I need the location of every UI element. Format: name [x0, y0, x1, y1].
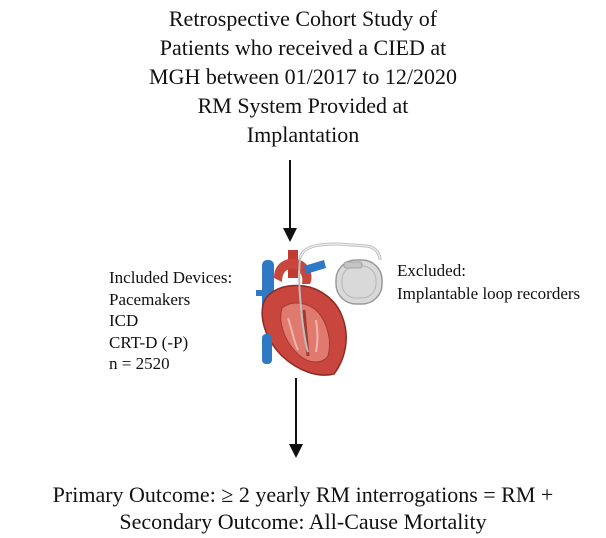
included-devices: Included Devices: Pacemakers ICD CRT-D (… — [109, 267, 232, 375]
arrow-down-icon — [289, 378, 303, 458]
arrow-down-icon — [283, 160, 297, 242]
primary-outcome: Primary Outcome: ≥ 2 yearly RM interroga… — [52, 482, 554, 507]
excluded-heading: Excluded: — [397, 261, 466, 280]
outcomes: Primary Outcome: ≥ 2 yearly RM interroga… — [0, 481, 606, 535]
included-item-crt: CRT-D (-P) — [109, 332, 189, 352]
secondary-outcome: Secondary Outcome: All-Cause Mortality — [119, 509, 487, 534]
study-line-4: RM System Provided at — [197, 93, 409, 118]
included-item-pacemakers: Pacemakers — [109, 289, 191, 309]
implanted-device-icon — [335, 259, 383, 305]
study-line-5: Implantation — [246, 122, 360, 147]
included-count: n = 2520 — [109, 354, 170, 373]
included-heading: Included Devices: — [109, 268, 233, 287]
study-line-1: Retrospective Cohort Study of — [168, 6, 438, 31]
heart-icon — [256, 242, 383, 376]
included-item-icd: ICD — [109, 311, 139, 330]
study-line-3: MGH between 01/2017 to 12/2020 — [149, 64, 457, 89]
excluded-item: Implantable loop recorders — [397, 283, 581, 303]
excluded-devices: Excluded: Implantable loop recorders — [397, 260, 580, 305]
study-line-2: Patients who received a CIED at — [159, 35, 447, 60]
study-description: Retrospective Cohort Study of Patients w… — [0, 4, 606, 149]
